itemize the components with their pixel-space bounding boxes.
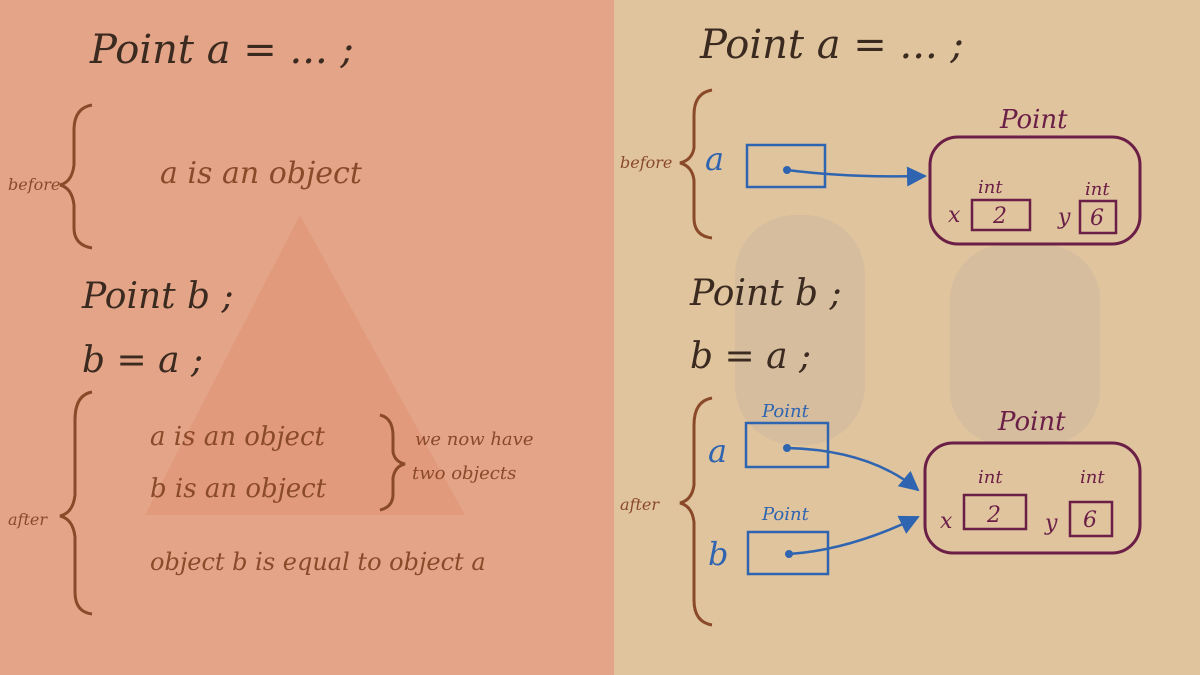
right-watermark: [735, 215, 1100, 445]
right-before-field-y-type: int: [1085, 179, 1110, 200]
left-note-line-2: two objects: [412, 463, 516, 484]
right-before-field-x-box: [970, 198, 1032, 232]
right-after-field-y-value: 6: [1083, 508, 1097, 533]
right-after-field-y-name: y: [1044, 511, 1058, 536]
left-note-line-1: we now have: [415, 429, 534, 450]
left-before-label: before: [8, 175, 60, 194]
right-before-object-type: Point: [999, 105, 1068, 135]
right-before-brace: [679, 88, 713, 240]
right-after-var-b-type: Point: [761, 504, 810, 525]
left-after-label: after: [8, 510, 48, 529]
right-after-var-b-box: [746, 530, 830, 576]
right-before-field-y-name: y: [1057, 205, 1071, 230]
right-after-var-a: a: [708, 432, 727, 470]
left-before-statement: a is an object: [160, 156, 363, 191]
right-after-field-x-value: 2: [986, 503, 1001, 528]
right-after-ref-b-arrow: [788, 515, 920, 556]
left-assignment: b = a ;: [82, 340, 203, 381]
right-before-field-x-value: 2: [992, 204, 1007, 229]
right-before-ref-arrow: [786, 166, 927, 187]
left-after-brace: [59, 390, 93, 616]
right-diagram: Point a = ... ; before a Point int x 2 i…: [620, 22, 1142, 627]
right-before-var-a-box: [745, 143, 827, 189]
left-after-statement-1: a is an object: [150, 422, 326, 452]
right-before-object-box: [928, 135, 1142, 246]
right-after-field-y-type: int: [1080, 467, 1105, 488]
right-panel: [614, 0, 1200, 675]
right-before-field-x-type: int: [978, 177, 1003, 198]
left-panel: [0, 0, 614, 675]
right-before-var-a: a: [705, 140, 724, 178]
right-after-field-x-name: x: [940, 509, 953, 534]
right-before-label: before: [620, 153, 672, 172]
left-diagram: Point a = ... ; before a is an object Po…: [8, 27, 534, 616]
right-after-field-x-type: int: [978, 467, 1003, 488]
right-after-var-a-type: Point: [761, 401, 810, 422]
right-before-field-y-value: 6: [1090, 206, 1104, 231]
right-before-field-x-name: x: [948, 203, 961, 228]
right-before-field-y-box: [1078, 199, 1118, 235]
right-after-object-type: Point: [997, 407, 1066, 437]
left-small-brace: [379, 413, 406, 512]
left-after-statement-3: object b is equal to object a: [150, 548, 486, 576]
right-after-var-b: b: [708, 535, 728, 573]
right-after-var-a-box: [744, 421, 830, 469]
left-declaration-b: Point b ;: [81, 276, 234, 317]
left-declaration: Point a = ... ;: [89, 27, 354, 73]
right-declaration: Point a = ... ;: [699, 22, 964, 68]
left-watermark: [145, 215, 465, 515]
right-after-field-y-box: [1068, 500, 1114, 538]
left-after-statement-2: b is an object: [150, 474, 327, 504]
right-after-field-x-box: [962, 493, 1028, 531]
right-after-ref-a-arrow: [786, 446, 920, 492]
right-assignment: b = a ;: [690, 336, 811, 377]
right-after-label: after: [620, 495, 660, 514]
right-declaration-b: Point b ;: [689, 273, 842, 314]
left-before-brace: [59, 103, 93, 250]
right-after-brace: [679, 396, 713, 627]
right-after-object-box: [923, 441, 1142, 555]
